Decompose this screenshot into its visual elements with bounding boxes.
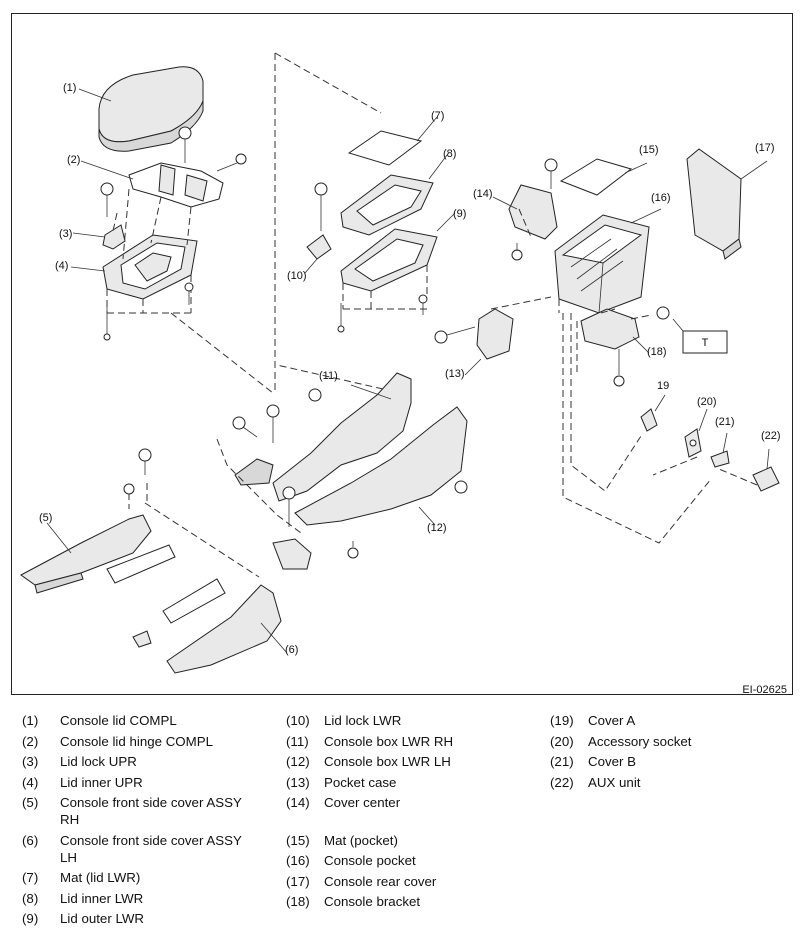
legend-item: (5)Console front side cover ASSY RH	[22, 795, 242, 827]
reference-code: EI-02625	[742, 684, 787, 695]
parts-legend: (1)Console lid COMPL (2)Console lid hing…	[22, 712, 802, 926]
part-lid-lock-lwr	[306, 234, 332, 260]
legend-item: (22)AUX unit	[550, 774, 641, 790]
callout-14: (14)	[473, 188, 493, 200]
legend-item: (16)Console pocket	[286, 853, 416, 868]
legend-item: (14)Cover center	[286, 795, 401, 810]
legend-item: (18)Console bracket	[286, 894, 421, 909]
legend-item: (17)Console rear cover	[286, 873, 437, 889]
screws-front	[123, 448, 152, 495]
callout-11: (11)	[319, 370, 338, 382]
part-lid-inner-upr	[102, 234, 198, 300]
exploded-parts-diagram: T	[20, 52, 787, 695]
screws-console-box	[232, 388, 359, 559]
callout-10: (10)	[287, 270, 307, 282]
t-box-label: T	[702, 337, 709, 349]
callout-16: (16)	[651, 192, 671, 204]
part-console-box-lwr-lh	[294, 406, 468, 526]
legend-column-3: (19)Cover A (20)Accessory socket (21)Cov…	[550, 712, 790, 794]
part-console-pocket	[554, 214, 650, 314]
part-console-box-lwr-rh	[234, 372, 412, 502]
legend-column-1: (1)Console lid COMPL (2)Console lid hing…	[22, 712, 262, 931]
callout-7: (7)	[431, 110, 444, 122]
legend-item: (2)Console lid hinge COMPL	[22, 733, 213, 749]
screws-lid	[100, 126, 247, 341]
callout-5: (5)	[39, 512, 52, 524]
part-cover-b	[710, 450, 730, 468]
legend-item: (20)Accessory socket	[550, 733, 692, 749]
callout-21: (21)	[715, 416, 735, 428]
part-lid-hinge	[128, 162, 224, 208]
part-front-side-cover-rh	[20, 514, 176, 594]
callout-2: (2)	[67, 154, 80, 166]
callout-8: (8)	[443, 148, 456, 160]
legend-item: (12)Console box LWR LH	[286, 754, 451, 769]
bolt-icon	[656, 306, 670, 320]
part-bracket-lower	[272, 538, 312, 570]
legend-item: (6)Console front side cover ASSY LH	[22, 832, 242, 865]
callout-6: (6)	[285, 644, 298, 656]
callout-15: (15)	[639, 144, 659, 156]
callout-20: (20)	[697, 396, 717, 408]
legend-item: (1)Console lid COMPL	[22, 713, 177, 728]
legend-item: (13)Pocket case	[286, 774, 397, 790]
part-console-rear-cover	[686, 148, 742, 260]
legend-item: (15)Mat (pocket)	[286, 832, 398, 848]
part-cover-center	[508, 184, 558, 240]
callout-18: (18)	[647, 346, 667, 358]
legend-item: (11)Console box LWR RH	[286, 733, 454, 749]
legend-item: (10)Lid lock LWR	[286, 713, 402, 728]
part-console-lid	[98, 66, 204, 152]
legend-item: (9)Lid outer LWR	[22, 911, 145, 926]
callout-13: (13)	[445, 368, 465, 380]
diagram-frame	[11, 13, 793, 695]
part-mat-lid-lwr	[347, 130, 423, 166]
part-front-side-cover-lh	[132, 578, 282, 674]
part-lid-lock-upr	[102, 224, 126, 250]
part-pocket-case	[476, 308, 514, 360]
callout-12: (12)	[427, 522, 447, 534]
legend-item: (21)Cover B	[550, 754, 637, 769]
screws-pocket	[434, 158, 625, 387]
callout-1: (1)	[63, 82, 76, 94]
part-mat-pocket	[559, 158, 633, 196]
part-lid-inner-lwr	[340, 174, 434, 236]
part-cover-a	[640, 408, 658, 432]
legend-item: (4)Lid inner UPR	[22, 774, 143, 790]
legend-item: (19)Cover A	[550, 713, 636, 728]
callout-3: (3)	[59, 228, 72, 240]
callout-4: (4)	[55, 260, 68, 272]
screws-lid-lwr	[314, 182, 428, 333]
part-lid-outer-lwr	[340, 228, 438, 292]
part-console-bracket	[580, 308, 640, 350]
t-box	[682, 330, 728, 354]
part-accessory-socket	[684, 428, 702, 458]
legend-item: (7)Mat (lid LWR)	[22, 870, 141, 885]
callout-17: (17)	[755, 142, 775, 154]
legend-column-2: (10)Lid lock LWR (11)Console box LWR RH …	[286, 712, 536, 914]
part-aux-unit	[752, 466, 780, 492]
legend-item: (8)Lid inner LWR	[22, 890, 144, 906]
legend-item: (3)Lid lock UPR	[22, 754, 137, 769]
callout-22: (22)	[761, 430, 781, 442]
callout-9: (9)	[453, 208, 466, 220]
callout-19: 19	[657, 380, 669, 392]
